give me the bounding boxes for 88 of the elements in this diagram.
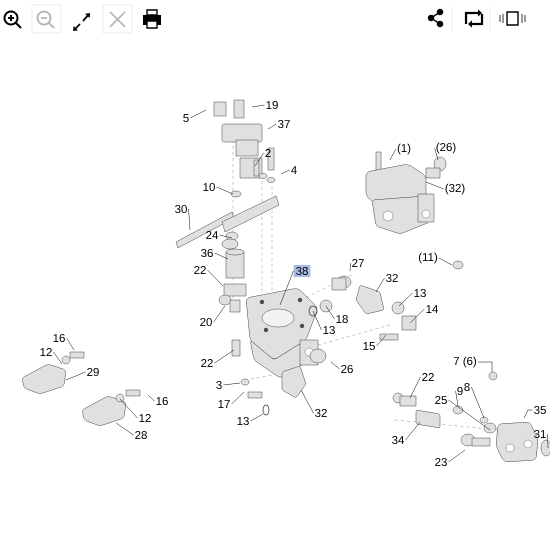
- callout-number: 37: [278, 120, 290, 128]
- callout-number: 3: [216, 380, 222, 390]
- callout-number: 34: [392, 436, 404, 444]
- leader-line: [390, 148, 396, 160]
- callout-number: 10: [204, 182, 215, 192]
- callout-number: (26): [436, 142, 456, 154]
- leader-line: [398, 292, 413, 306]
- leader-line: [326, 306, 335, 320]
- leader-line: [330, 362, 340, 370]
- callout-number: 13: [238, 416, 249, 426]
- leader-line: [213, 306, 226, 322]
- leader-line: [280, 270, 294, 306]
- callout-number: 28: [135, 430, 147, 440]
- callout-number: 18: [336, 314, 348, 324]
- leader-line: [448, 400, 490, 430]
- callout-number: 16: [156, 396, 168, 406]
- leader-line: [148, 394, 155, 402]
- callout-number: 31: [534, 430, 546, 438]
- leader-line: [280, 170, 290, 174]
- leader-line: [438, 258, 452, 266]
- callout-number: 15: [364, 342, 375, 350]
- callout-number: 22: [201, 359, 213, 367]
- leader-line: [410, 308, 425, 324]
- leader-line: [434, 148, 438, 160]
- callout-number: 17: [218, 400, 230, 408]
- leader-line: [250, 414, 264, 422]
- leader-line: [214, 350, 234, 364]
- leader-line: [66, 372, 86, 380]
- callout-number: (32): [446, 184, 464, 194]
- leader-line: [188, 208, 190, 230]
- callout-number: 20: [200, 318, 212, 326]
- callout-number: 12: [40, 348, 52, 356]
- callout-number: 13: [414, 288, 426, 298]
- callout-number: 13: [324, 326, 335, 334]
- callout-number: 35: [534, 406, 546, 414]
- callout-number: 30: [175, 204, 187, 214]
- callout-number: 29: [87, 368, 99, 376]
- leader-line: [120, 398, 138, 418]
- callout-number: 27: [352, 259, 364, 267]
- leader-line: [455, 390, 458, 406]
- leader-line: [223, 382, 240, 386]
- callout-number: 26: [341, 364, 353, 374]
- callout-number: 22: [194, 266, 206, 274]
- leader-line: [426, 182, 444, 190]
- callout-number: 9: [457, 386, 463, 396]
- callout-number: 24: [206, 231, 218, 239]
- callout-number: 14: [426, 305, 438, 313]
- leader-line: [252, 104, 265, 108]
- callout-number: 16: [54, 334, 65, 342]
- leader-line: [207, 270, 224, 286]
- leader-line: [214, 252, 228, 260]
- callout-number: 2: [265, 149, 271, 157]
- leader-line: [66, 338, 74, 350]
- callout-number: (11): [418, 252, 438, 264]
- callout-number: 7 (6): [454, 356, 476, 368]
- leader-line: [547, 434, 548, 448]
- leader-line: [376, 334, 386, 346]
- leader-line: [376, 278, 385, 292]
- callout-number: 12: [140, 414, 151, 422]
- leader-line: [300, 390, 314, 414]
- callout-number: 5: [183, 114, 189, 122]
- callout-number: 36: [201, 248, 213, 258]
- callout-number: 23: [435, 458, 447, 466]
- callout-number: (1): [398, 144, 410, 154]
- callout-number: 4: [291, 166, 297, 174]
- leader-line: [471, 386, 484, 418]
- callout-number: 19: [266, 100, 278, 110]
- leader-line: [254, 152, 264, 166]
- leader-line: [268, 124, 277, 130]
- callout-number: 38: [294, 264, 310, 278]
- leader-line: [216, 186, 234, 194]
- callout-number: 25: [435, 396, 447, 404]
- callout-number: 8: [464, 382, 470, 392]
- leader-line: [524, 410, 533, 418]
- leader-line: [231, 392, 244, 404]
- leader-line: [448, 450, 466, 462]
- leader-line: [350, 262, 351, 272]
- callout-number: 32: [315, 408, 327, 418]
- leader-line: [116, 422, 134, 436]
- leader-line: [478, 362, 492, 372]
- leader-line: [410, 376, 421, 398]
- leader-line: [219, 234, 232, 238]
- leader-line: [53, 352, 62, 364]
- leader-line: [312, 310, 322, 330]
- leader-line: [190, 110, 206, 118]
- callout-number: 32: [386, 274, 398, 282]
- callout-number: 22: [422, 373, 434, 381]
- leader-line: [405, 422, 420, 440]
